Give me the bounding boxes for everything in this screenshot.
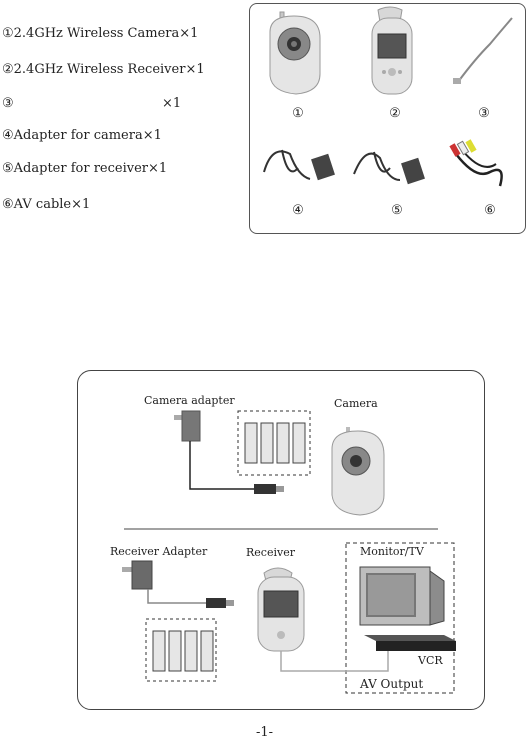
part-quantity: ×1 bbox=[162, 96, 181, 112]
figure-caption: ④ bbox=[286, 203, 310, 218]
part-quantity: ×1 bbox=[71, 197, 90, 212]
battery-icon bbox=[153, 631, 213, 671]
part-name: 2.4GHz Wireless Receiver bbox=[14, 62, 186, 77]
camera-illustration bbox=[332, 427, 384, 515]
camera-adapter-label: Camera adapter bbox=[144, 394, 235, 407]
camera-adapter-illustration bbox=[264, 150, 335, 180]
part-item-camera-adapter: ④Adapter for camera×1 bbox=[2, 128, 162, 144]
vcr-illustration bbox=[364, 635, 456, 651]
figure-caption: ⑥ bbox=[478, 203, 502, 218]
part-number: ④ bbox=[2, 128, 14, 143]
part-item-receiver-adapter: ⑤Adapter for receiver×1 bbox=[2, 161, 167, 177]
part-name: Adapter for camera bbox=[14, 128, 143, 143]
figure-caption: ⑤ bbox=[385, 203, 409, 218]
camera-illustration bbox=[270, 12, 320, 94]
part-name: 2.4GHz Wireless Camera bbox=[14, 26, 180, 41]
parts-illustration-box: ① ② ③ ④ ⑤ ⑥ bbox=[249, 3, 526, 234]
monitor-tv-illustration bbox=[360, 567, 444, 625]
part-number: ③ bbox=[2, 96, 14, 111]
figure-caption: ② bbox=[383, 106, 407, 121]
av-output-label: AV Output bbox=[360, 677, 423, 691]
connection-diagram: Camera adapter Camera Receiver Adapter R… bbox=[77, 370, 485, 710]
antenna-illustration bbox=[453, 18, 512, 84]
figure-caption: ③ bbox=[472, 106, 496, 121]
receiver-adapter-label: Receiver Adapter bbox=[110, 545, 207, 558]
receiver-illustration bbox=[258, 568, 304, 651]
part-item-camera: ①2.4GHz Wireless Camera×1 bbox=[2, 26, 198, 42]
battery-icon bbox=[245, 423, 305, 463]
receiver-adapter-illustration bbox=[122, 561, 234, 608]
part-name: AV cable bbox=[14, 197, 71, 212]
vcr-label: VCR bbox=[418, 654, 443, 667]
figure-caption: ① bbox=[286, 106, 310, 121]
camera-label: Camera bbox=[334, 397, 378, 410]
part-item-receiver: ②2.4GHz Wireless Receiver×1 bbox=[2, 62, 205, 78]
av-connection-line bbox=[281, 651, 388, 671]
monitor-tv-label: Monitor/TV bbox=[360, 545, 424, 558]
av-cable-illustration bbox=[449, 139, 501, 186]
part-item-antenna: ③ ×1 bbox=[2, 96, 192, 112]
part-number: ⑤ bbox=[2, 161, 14, 176]
part-number: ⑥ bbox=[2, 197, 14, 212]
part-quantity: ×1 bbox=[143, 128, 162, 143]
part-number: ① bbox=[2, 26, 14, 41]
receiver-adapter-illustration bbox=[354, 152, 425, 184]
part-item-av-cable: ⑥AV cable×1 bbox=[2, 197, 90, 213]
part-quantity: ×1 bbox=[185, 62, 204, 77]
part-number: ② bbox=[2, 62, 14, 77]
receiver-label: Receiver bbox=[246, 546, 295, 559]
receiver-illustration bbox=[372, 7, 412, 94]
part-quantity: ×1 bbox=[179, 26, 198, 41]
part-quantity: ×1 bbox=[148, 161, 167, 176]
part-name: Adapter for receiver bbox=[14, 161, 148, 176]
